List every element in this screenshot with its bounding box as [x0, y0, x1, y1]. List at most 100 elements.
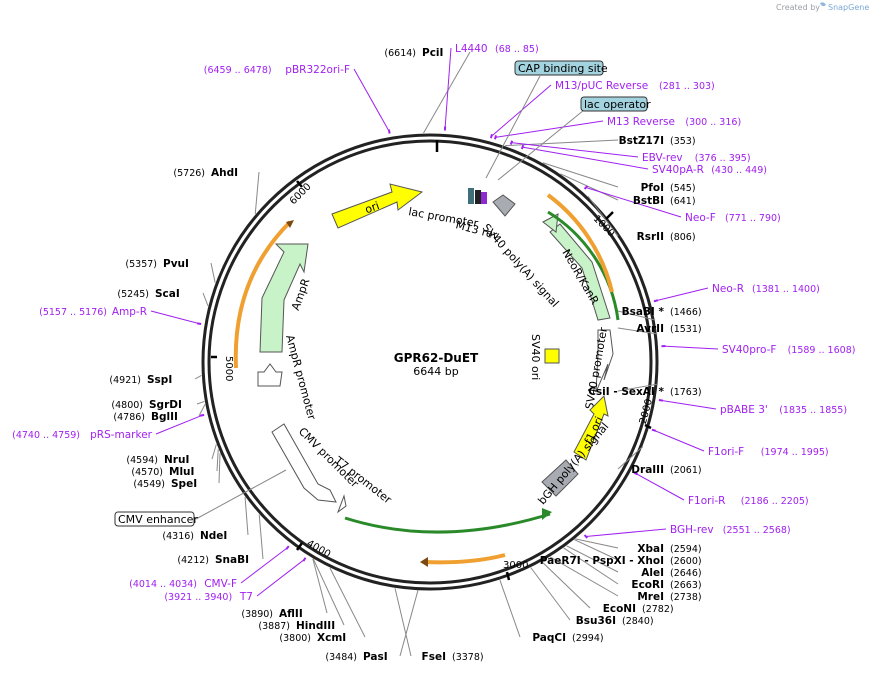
primer-12-range: (3921 .. 3940) [164, 592, 232, 603]
primer-8-name: pBABE 3' [720, 404, 768, 416]
enzyme-28-leader [196, 400, 205, 405]
enzyme-4-leader [587, 196, 619, 237]
enzyme-23-name: NdeI [200, 530, 227, 542]
enzyme-24-pos: (4549) [133, 479, 165, 490]
cmv-promoter-feature [271, 423, 337, 503]
lac-operator-leader [497, 109, 585, 181]
primer-8-leader [660, 399, 717, 410]
primer-6-range: (1381 .. 1400) [752, 284, 820, 295]
enzyme-14-leader [541, 561, 591, 609]
snapgene-logo-icon [820, 2, 826, 7]
enzyme-3-pos: (641) [670, 196, 696, 207]
enzyme-12-pos: (2663) [670, 580, 702, 591]
enzyme-14-name: EcoNI [603, 603, 636, 615]
enzyme-4-pos: (806) [670, 232, 696, 243]
enzyme-3-name: BstBI [633, 195, 664, 207]
primer-10-name: F1ori-R [688, 495, 725, 507]
credit-prefix: Created by [776, 3, 820, 12]
enzyme-26-leader [211, 444, 217, 460]
cmv-enhancer-box: CMV enhancer [114, 511, 198, 527]
enzyme-21-pos: (3890) [241, 609, 273, 620]
primer-1-name: M13/pUC Reverse [555, 80, 648, 92]
enzyme-13-name: MreI [637, 591, 664, 603]
tick-marks [211, 180, 652, 581]
enzyme-31-name: PvuI [163, 258, 189, 270]
site-labels: PciI(6614)BstZ17I(353)PfoI(545)BstBI(641… [12, 43, 855, 663]
enzyme-15-pos: (2840) [622, 616, 654, 627]
enzyme-18-name: PasI [363, 651, 388, 663]
primer-3-name: EBV-rev [642, 152, 683, 164]
enzyme-9-name: XbaI [637, 543, 664, 555]
primer-13-name: CMV-F [204, 578, 237, 590]
enzyme-24-name: SpeI [171, 478, 197, 490]
bgh-polya-label: bGH poly(A) signal [535, 420, 611, 507]
enzyme-24-leader [218, 453, 221, 484]
tick-label-4000: 4000 [305, 538, 333, 560]
cap-binding-label: CAP binding site [518, 62, 608, 75]
primer-0-name: L4440 [455, 43, 488, 55]
cap-binding-box: CAP binding site [514, 60, 608, 76]
enzyme-31-pos: (5357) [125, 259, 157, 270]
primer-13-range: (4014 .. 4034) [129, 579, 197, 590]
primer-5-leader [585, 187, 682, 218]
enzyme-22-name: SnaBI [215, 554, 249, 566]
enzyme-2-name: PfoI [641, 182, 664, 194]
enzyme-27-leader [198, 404, 206, 417]
enzyme-1-leader [505, 139, 619, 147]
enzyme-4-name: RsrII [637, 231, 664, 243]
enzyme-18-pos: (3484) [325, 652, 357, 663]
cap-binding-leader [485, 75, 541, 179]
orange-orf-left-arrowhead [286, 220, 294, 228]
cmv-enhancer-label: CMV enhancer [118, 513, 198, 526]
enzyme-15-leader [530, 567, 571, 621]
enzyme-9-pos: (2594) [670, 544, 702, 555]
enzyme-16-leader [499, 579, 521, 638]
enzyme-7-leader [617, 383, 659, 392]
enzyme-19-leader [329, 567, 366, 638]
enzyme-17-pos: (3378) [452, 652, 484, 663]
primer-10-range: (2186 .. 2205) [741, 496, 809, 507]
credit-brand: SnapGene [828, 3, 869, 12]
sv40-ori-label: SV40 ori [529, 334, 542, 380]
orange-orf-bottom [423, 553, 506, 565]
lac-operator-box: lac operator [580, 96, 651, 112]
primer-16-range: (6459 .. 6478) [204, 65, 272, 76]
enzyme-7-name: CsiI - SexAI * [588, 386, 664, 398]
enzyme-32-leader [254, 171, 260, 215]
ori-label: ori [363, 199, 381, 216]
enzyme-8-name: DraIII [631, 464, 664, 476]
enzyme-23-leader [244, 497, 249, 536]
primer-7-range: (1589 .. 1608) [788, 345, 856, 356]
enzyme-31-leader [210, 262, 216, 283]
primer-13-leader [240, 547, 288, 584]
enzyme-9-leader [575, 538, 619, 549]
enzyme-30-name: ScaI [155, 288, 180, 300]
enzyme-13-leader [549, 556, 619, 597]
enzyme-10-pos: (2600) [670, 556, 702, 567]
enzyme-16-name: PaqCI [532, 632, 566, 644]
primer-12-name: T7 [239, 591, 253, 603]
primer-14-name: pRS-marker [90, 429, 153, 441]
enzyme-32-name: AhdI [211, 167, 238, 179]
primer-16-leader [353, 68, 390, 132]
enzyme-12-name: EcoRI [631, 579, 664, 591]
primer-5-range: (771 .. 790) [725, 213, 781, 224]
primer-2-range: (300 .. 316) [685, 117, 741, 128]
lac-operator-label: lac operator [584, 98, 651, 111]
enzyme-21-leader [312, 558, 328, 614]
enzyme-18-leader [394, 588, 412, 657]
enzyme-14-pos: (2782) [642, 604, 674, 615]
enzyme-29-name: SspI [147, 374, 172, 386]
enzyme-26-name: NruI [164, 454, 189, 466]
enzyme-2-pos: (545) [670, 183, 696, 194]
primer-16-name: pBR322ori-F [285, 64, 350, 76]
enzyme-32-pos: (5726) [173, 168, 205, 179]
enzyme-28-name: SgrDI [149, 399, 182, 411]
cmv-enhancer-leader [195, 469, 287, 520]
enzyme-12-leader [563, 547, 619, 585]
enzyme-23-pos: (4316) [162, 531, 194, 542]
enzyme-11-name: AleI [641, 567, 664, 579]
primer-9-name: F1ori-F [708, 446, 744, 458]
enzyme-20-leader [312, 558, 345, 626]
enzyme-16-pos: (2994) [572, 633, 604, 644]
